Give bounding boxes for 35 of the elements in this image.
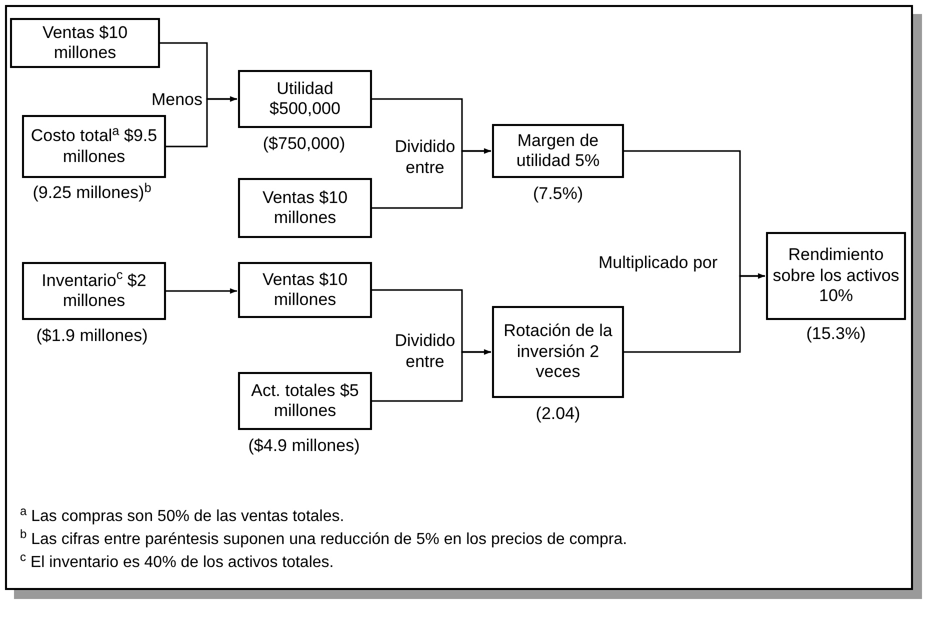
connector-arrow — [624, 273, 765, 353]
box-text: Costo total$^{a}$ $9.5 millones — [30, 126, 158, 167]
node-note: ($1.9 millones) — [36, 326, 148, 346]
box-text: Ventas $10 millones — [41, 22, 129, 64]
process-box — [238, 262, 372, 318]
node-note: ($4.9 millones) — [248, 436, 360, 456]
box-text: Rendimiento sobre los activos 10% — [772, 245, 900, 307]
footnote: $^{a}$ Las compras son 50% de las ventas totales. — [20, 507, 344, 526]
process-box — [238, 178, 372, 238]
process-box — [238, 372, 372, 430]
footnote: $^{c}$ El inventario es 40% de los activos totales. — [20, 553, 334, 572]
connector-arrow — [372, 349, 491, 402]
box-text: Act. totales $5 millones — [250, 380, 360, 422]
process-box — [22, 262, 166, 320]
node-note: (9.25 millones)$^{b}$ — [32, 183, 152, 204]
process-box — [766, 232, 906, 320]
process-box — [492, 306, 624, 398]
process-box — [22, 115, 166, 178]
connector-arrow — [372, 148, 491, 209]
node-note: ($750,000) — [262, 134, 346, 154]
box-text: Utilidad $500,000 — [268, 78, 342, 120]
connector-arrow — [166, 288, 237, 294]
process-box — [492, 124, 624, 178]
node-note: (7.5%) — [532, 184, 584, 204]
box-text: Margen de utilidad 5% — [515, 130, 601, 172]
footnote: $^{b}$ Las cifras entre paréntesis suponen una reducción de 5% en los precios de compra. — [20, 530, 628, 550]
box-text: Ventas $10 millones — [261, 270, 349, 310]
process-box — [238, 70, 372, 128]
box-text: Inventario$^{c}$ $2 millones — [40, 270, 148, 312]
process-box — [10, 18, 160, 68]
box-text: Rotación de la inversión 2 veces — [502, 321, 614, 383]
connector-arrow — [166, 96, 237, 148]
box-text: Ventas $10 millones — [261, 188, 349, 228]
node-note: (15.3%) — [806, 324, 866, 344]
node-note: (2.04) — [536, 404, 580, 424]
